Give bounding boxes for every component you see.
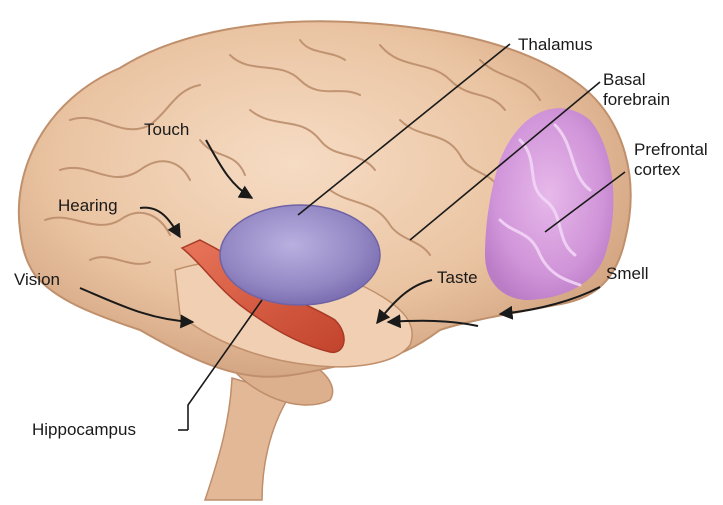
label-prefrontal-cortex: Prefrontal cortex xyxy=(634,140,708,179)
label-basal-forebrain-line2: forebrain xyxy=(603,90,670,110)
label-basal-forebrain: Basal forebrain xyxy=(603,70,670,109)
label-basal-forebrain-line1: Basal xyxy=(603,70,670,90)
label-taste: Taste xyxy=(437,268,478,288)
thalamus-region xyxy=(220,205,380,305)
label-thalamus: Thalamus xyxy=(518,35,593,55)
label-smell: Smell xyxy=(606,264,649,284)
label-touch: Touch xyxy=(144,120,189,140)
label-hippocampus: Hippocampus xyxy=(32,420,136,440)
label-hearing: Hearing xyxy=(58,196,118,216)
label-prefrontal-line2: cortex xyxy=(634,160,708,180)
label-prefrontal-line1: Prefrontal xyxy=(634,140,708,160)
label-vision: Vision xyxy=(14,270,60,290)
